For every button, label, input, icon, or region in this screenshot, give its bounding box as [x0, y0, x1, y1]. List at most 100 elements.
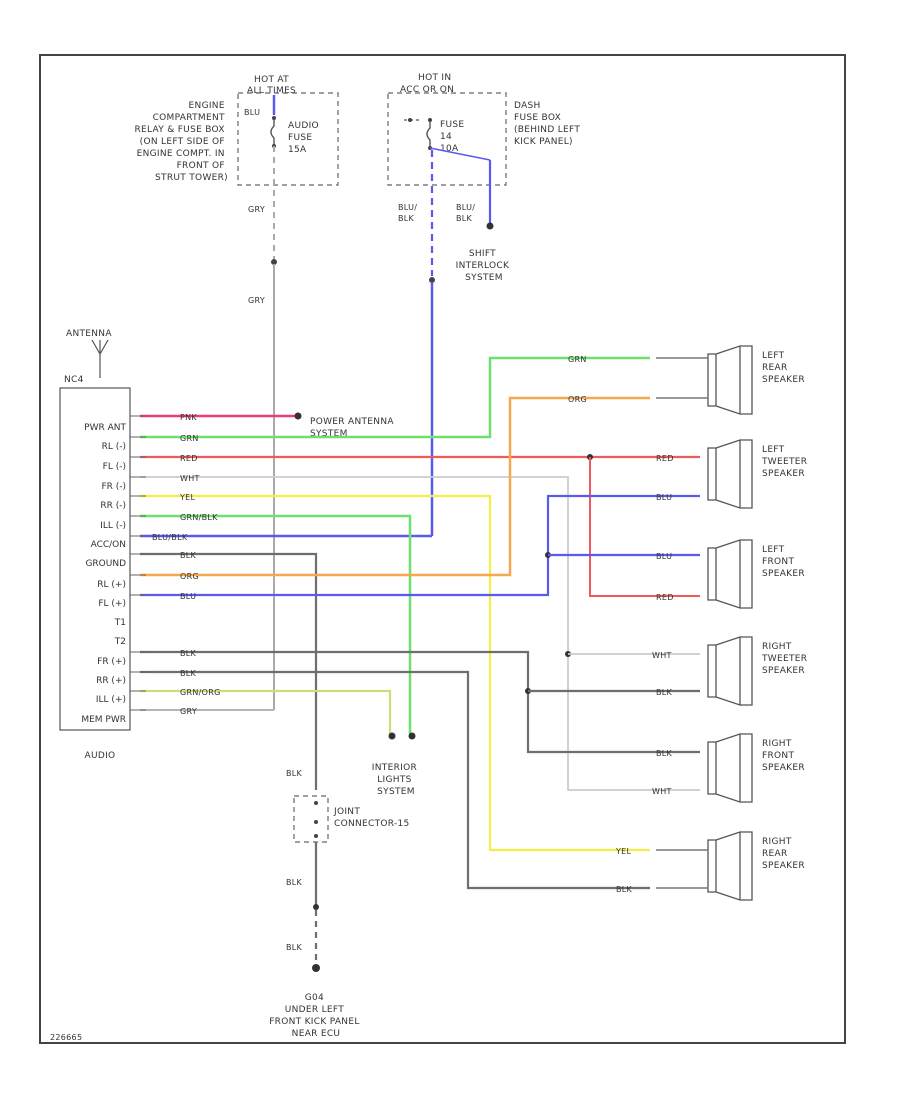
svg-text:GRN: GRN — [180, 434, 199, 443]
svg-text:BLK: BLK — [656, 688, 673, 697]
svg-text:BLU/BLK: BLU/BLK — [152, 533, 188, 542]
blk-ground-wire: BLK — [140, 551, 318, 790]
engine-fuse-box: HOT AT ALL TIMES ENGINE COMPARTMENT RELA… — [134, 75, 339, 186]
speaker-icon — [707, 345, 753, 415]
interior-lights-label: INTERIOR LIGHTS SYSTEM — [372, 763, 420, 797]
speaker-icon — [707, 539, 753, 609]
radio-pin-label: MEM PWR — [81, 715, 126, 725]
svg-text:BLK: BLK — [180, 551, 197, 560]
svg-text:GRN/ORG: GRN/ORG — [180, 688, 221, 697]
gry-mem-pwr-wire: GRY GRY — [248, 146, 277, 710]
svg-text:GRY: GRY — [248, 296, 265, 305]
gry-mem-pwr-stub: GRY — [140, 707, 274, 716]
radio-pin-ticks — [130, 415, 146, 711]
speaker-icon — [707, 831, 753, 901]
fuse-14-symbol — [426, 120, 431, 148]
power-antenna-label: POWER ANTENNA SYSTEM — [310, 417, 397, 439]
radio-pin-labels: PWR ANT RL (-) FL (-) FR (-) RR (-) ILL (-) AC… — [81, 423, 126, 725]
yel-right-rear-wire: YEL YEL — [140, 493, 650, 856]
svg-text:GRN/BLK: GRN/BLK — [180, 513, 218, 522]
ground-point-label: G04 UNDER LEFT FRONT KICK PANEL NEAR ECU — [269, 993, 363, 1039]
blublk-acc-wire: BLU/ BLK BLU/BLK — [140, 150, 435, 542]
red-left-front-wire: RED RED RED — [140, 454, 700, 602]
svg-text:BLK: BLK — [286, 769, 303, 778]
radio-pin-label: RL (-) — [102, 442, 126, 452]
svg-text:YEL: YEL — [179, 493, 196, 502]
radio-pin-label: FL (+) — [98, 599, 126, 609]
audio-label: AUDIO — [85, 751, 116, 761]
radio-pin-label: GROUND — [85, 559, 126, 569]
speaker-icon — [707, 636, 753, 706]
svg-text:PNK: PNK — [180, 413, 197, 422]
svg-text:RED: RED — [180, 454, 198, 463]
fuse-14-label: FUSE 14 10A — [440, 120, 468, 154]
diagram-frame — [39, 54, 846, 1044]
antenna-label: ANTENNA — [66, 329, 112, 339]
engine-box-blu-label: BLU — [244, 108, 260, 117]
grnblk-interior-lights-wire: GRN/BLK — [140, 513, 416, 740]
svg-text:RED: RED — [656, 454, 674, 463]
svg-text:BLU: BLU — [180, 592, 196, 601]
radio-pin-label: FR (+) — [97, 657, 126, 667]
speaker-connector-leads — [656, 357, 708, 889]
radio-pin-label: RR (+) — [96, 676, 126, 686]
radio-pin-label: T2 — [114, 637, 126, 647]
radio-pin-label: ILL (+) — [96, 695, 126, 705]
blk-right-front-wire: BLK BLK BLK — [140, 649, 700, 758]
antenna-icon — [91, 339, 109, 378]
ground-path: BLK JOINT CONNECTOR-15 BLK BLK G04 UNDER… — [269, 769, 409, 1039]
svg-text:GRY: GRY — [248, 205, 265, 214]
audio-fuse-symbol — [270, 118, 275, 146]
radio-unit: ANTENNA NC4 AUDIO PWR ANT RL (-) FL (-) FR … — [59, 329, 131, 761]
svg-text:ORG: ORG — [568, 395, 587, 404]
svg-text:BLU: BLU — [656, 493, 672, 502]
radio-pin-label: RR (-) — [100, 501, 126, 511]
svg-text:BLK: BLK — [286, 943, 303, 952]
svg-text:WHT: WHT — [652, 651, 672, 660]
svg-text:GRN: GRN — [568, 355, 587, 364]
svg-text:BLU/ BLK: BLU/ BLK — [456, 203, 478, 223]
wht-right-front-wire: WHT WHT WHT — [140, 474, 700, 796]
radio-pin-label: T1 — [114, 618, 126, 628]
svg-text:WHT: WHT — [180, 474, 200, 483]
svg-text:BLK: BLK — [656, 749, 673, 758]
svg-text:ORG: ORG — [180, 572, 199, 581]
shift-interlock-branch: BLU/ BLK SHIFT INTERLOCK SYSTEM — [456, 160, 513, 283]
blu-left-front-wire: BLU BLU BLU — [140, 493, 700, 601]
svg-text:BLK: BLK — [616, 885, 633, 894]
svg-text:GRY: GRY — [180, 707, 197, 716]
speaker-icon — [707, 733, 753, 803]
radio-pin-label: ACC/ON — [91, 540, 126, 550]
svg-text:BLU/ BLK: BLU/ BLK — [398, 203, 420, 223]
audio-fuse-label: AUDIO FUSE 15A — [288, 121, 322, 155]
radio-pin-label: ILL (-) — [100, 521, 126, 531]
radio-pin-label: FL (-) — [103, 462, 126, 472]
dash-box-label: DASH FUSE BOX (BEHIND LEFT KICK PANEL) — [514, 101, 583, 147]
speaker-icon — [707, 439, 753, 509]
blk-right-rear-wire: BLK BLK — [140, 669, 650, 894]
dash-fuse-box: HOT IN ACC OR ON DASH FUSE BOX (BEHIND L… — [387, 73, 583, 186]
hot-in-acc-label: HOT IN ACC OR ON — [400, 73, 455, 95]
org-left-rear-wire: ORG ORG — [140, 395, 650, 581]
shift-interlock-label: SHIFT INTERLOCK SYSTEM — [456, 249, 513, 283]
grnorg-interior-lights-wire: GRN/ORG — [140, 688, 396, 740]
radio-pin-label: PWR ANT — [84, 423, 126, 433]
joint-connector-label: JOINT CONNECTOR-15 — [333, 807, 410, 829]
radio-pin-label: FR (-) — [101, 482, 126, 492]
svg-text:BLU: BLU — [656, 552, 672, 561]
hot-at-all-times-label: HOT AT ALL TIMES — [247, 75, 296, 96]
radio-connector-label: NC4 — [64, 375, 84, 385]
svg-text:RED: RED — [656, 593, 674, 602]
